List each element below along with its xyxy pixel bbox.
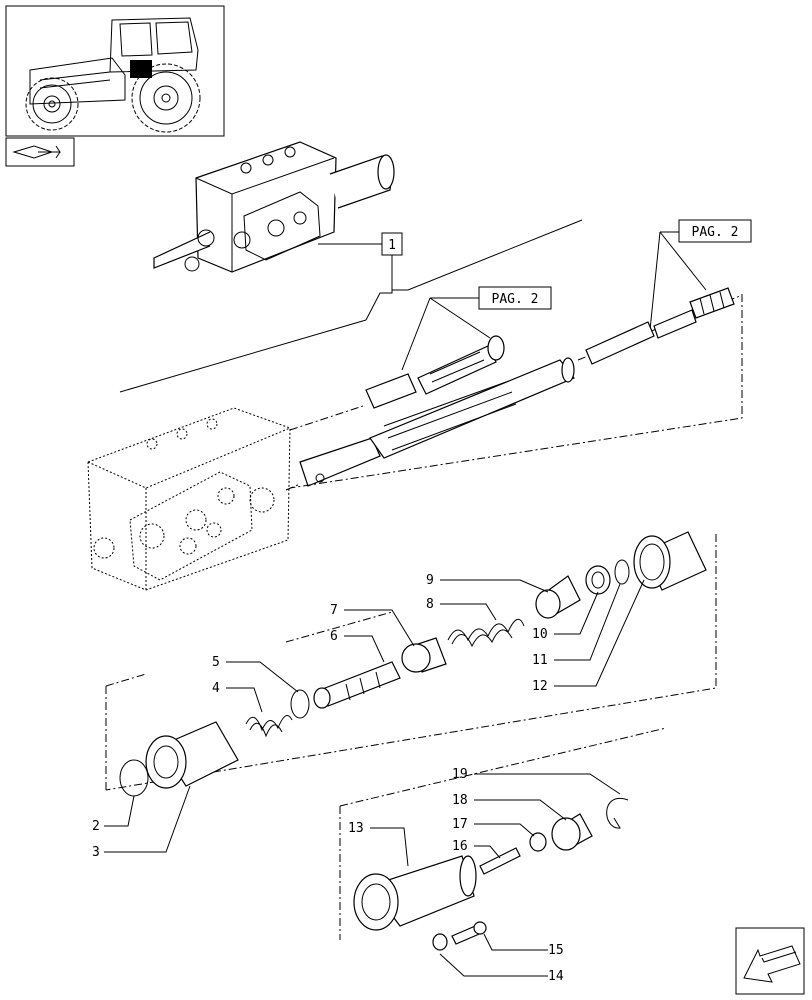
- callout-11: 11: [532, 653, 548, 668]
- callout-12: 12: [532, 679, 548, 694]
- callout-7: 7: [330, 603, 338, 618]
- callout-2: 2: [92, 819, 100, 834]
- part-ref-box-1: 1: [119, 219, 583, 393]
- valve-section-assembly: [153, 141, 395, 273]
- callout-10: 10: [532, 627, 548, 642]
- callout-6: 6: [330, 629, 338, 644]
- callout-17: 17: [452, 817, 468, 832]
- callout-19: 19: [452, 767, 468, 782]
- svg-text:PAG. 2: PAG. 2: [492, 292, 539, 307]
- navigation-arrow-icon[interactable]: [735, 927, 805, 995]
- callout-15: 15: [548, 943, 564, 958]
- callout-14: 14: [548, 969, 564, 984]
- phantom-valve-body: [87, 407, 291, 591]
- svg-text:1: 1: [388, 238, 396, 253]
- svg-text:PAG. 2: PAG. 2: [692, 225, 739, 240]
- callout-16: 16: [452, 839, 468, 854]
- spring-cap-assembly: [119, 531, 707, 797]
- tractor-overview-icon[interactable]: [5, 5, 225, 137]
- page-ref-box-2[interactable]: PAG. 2: [649, 219, 752, 331]
- lower-assembly: [353, 797, 629, 951]
- spool-assembly: [285, 287, 741, 491]
- book-arrow-icon[interactable]: [5, 137, 75, 167]
- callouts: 2 3 4 5 6 7 8 9 10 11 12 13 14 15 16 17 …: [92, 573, 645, 984]
- callout-3: 3: [92, 845, 100, 860]
- callout-18: 18: [452, 793, 468, 808]
- callout-9: 9: [426, 573, 434, 588]
- callout-5: 5: [212, 655, 220, 670]
- page-ref-box-1[interactable]: PAG. 2: [401, 286, 552, 371]
- callout-4: 4: [212, 681, 220, 696]
- axis-lines: [105, 294, 743, 940]
- callout-13: 13: [348, 821, 364, 836]
- callout-8: 8: [426, 597, 434, 612]
